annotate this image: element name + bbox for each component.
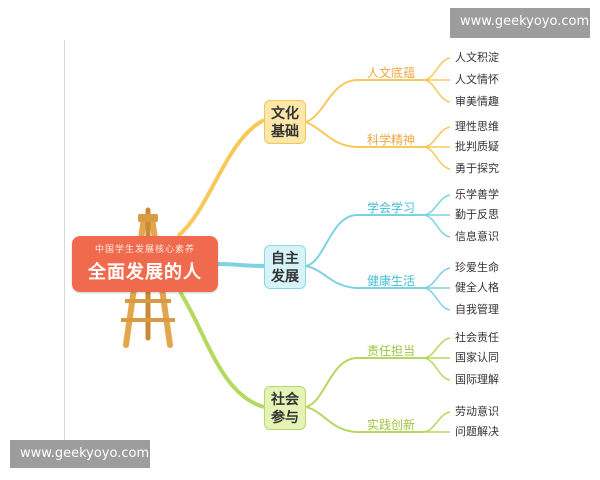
sub-humanities: 人文底蕴 <box>367 66 416 80</box>
leaf: 勇于探究 <box>455 162 499 175</box>
leaf: 人文积淀 <box>455 51 499 64</box>
branch-social-participation: 社会 参与 <box>264 386 306 430</box>
branch-line-1: 社会 <box>271 392 299 408</box>
branch-line-2: 参与 <box>271 410 299 426</box>
sub-responsibility: 责任担当 <box>367 344 416 358</box>
watermark-bottom: www.geekyoyo.com <box>10 440 150 468</box>
frame-divider <box>64 40 65 440</box>
leaf: 劳动意识 <box>455 405 499 418</box>
leaf: 人文情怀 <box>455 73 499 86</box>
root-node: 中国学生发展核心素养 全面发展的人 <box>72 236 218 292</box>
leaf: 健全人格 <box>455 281 499 294</box>
leaf: 问题解决 <box>455 425 499 438</box>
branch-line-1: 文化 <box>271 106 299 122</box>
sub-science-spirit: 科学精神 <box>367 133 416 147</box>
branch-line-2: 发展 <box>271 269 299 285</box>
sub-healthy-life: 健康生活 <box>367 274 416 288</box>
leaf: 信息意识 <box>455 230 499 243</box>
leaf: 审美情趣 <box>455 95 499 108</box>
root-title: 全面发展的人 <box>88 262 202 283</box>
leaf: 理性思维 <box>455 120 499 133</box>
branch-self-development: 自主 发展 <box>264 245 306 289</box>
leaf: 自我管理 <box>455 303 499 316</box>
watermark-top: www.geekyoyo.com <box>450 8 590 38</box>
branch-line-1: 自主 <box>271 251 299 267</box>
leaf: 社会责任 <box>455 331 499 344</box>
sub-practice-innovation: 实践创新 <box>367 418 416 432</box>
leaf: 乐学善学 <box>455 188 499 201</box>
root-subtitle: 中国学生发展核心素养 <box>94 245 195 255</box>
sub-learning: 学会学习 <box>367 201 416 215</box>
leaf: 批判质疑 <box>455 140 499 153</box>
branch-culture-foundation: 文化 基础 <box>264 100 306 144</box>
leaf: 国家认同 <box>455 351 499 364</box>
leaf: 国际理解 <box>455 373 499 386</box>
leaf: 珍爱生命 <box>455 261 499 274</box>
leaf: 勤于反思 <box>455 208 499 221</box>
branch-line-2: 基础 <box>271 124 299 140</box>
